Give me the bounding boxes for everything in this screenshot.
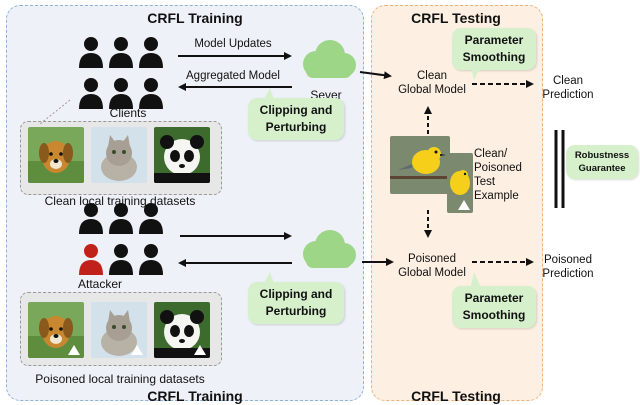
- cat-image: [91, 127, 147, 183]
- training-title-bottom: CRFL Training: [147, 388, 243, 404]
- bird-image: [390, 136, 450, 194]
- server-cloud-icon-bottom: [303, 230, 356, 268]
- trigger-triangle-icon: [131, 345, 143, 355]
- aggregated-model-label: Aggregated Model: [186, 70, 280, 82]
- attacker-people-icon: [79, 203, 163, 275]
- server-cloud-icon: [303, 40, 356, 78]
- testing-title-bottom: CRFL Testing: [411, 388, 501, 404]
- attacker-icon: [79, 244, 103, 275]
- clients-label: Clients: [109, 106, 147, 120]
- clients-people-icon: [79, 37, 163, 109]
- poisoned-cat-image: [91, 302, 147, 358]
- poisoned-panda-image: [154, 302, 210, 358]
- trigger-triangle-icon: [68, 345, 80, 355]
- dog-image: [28, 127, 84, 183]
- attacker-label: Attacker: [77, 277, 122, 291]
- training-title-top: CRFL Training: [147, 10, 243, 26]
- poisoned-datasets-label: Poisoned local training datasets: [35, 372, 205, 386]
- clean-datasets-label: Clean local training datasets: [44, 194, 196, 208]
- poisoned-bird-image: [447, 153, 473, 213]
- model-updates-label: Model Updates: [194, 38, 272, 50]
- testing-title-top: CRFL Testing: [411, 10, 501, 26]
- trigger-triangle-icon: [194, 345, 206, 355]
- trigger-triangle-icon: [458, 200, 470, 210]
- test-example-label: Clean/ Poisoned Test Example: [474, 148, 522, 202]
- poisoned-dog-image: [28, 302, 84, 358]
- panda-image: [154, 127, 210, 183]
